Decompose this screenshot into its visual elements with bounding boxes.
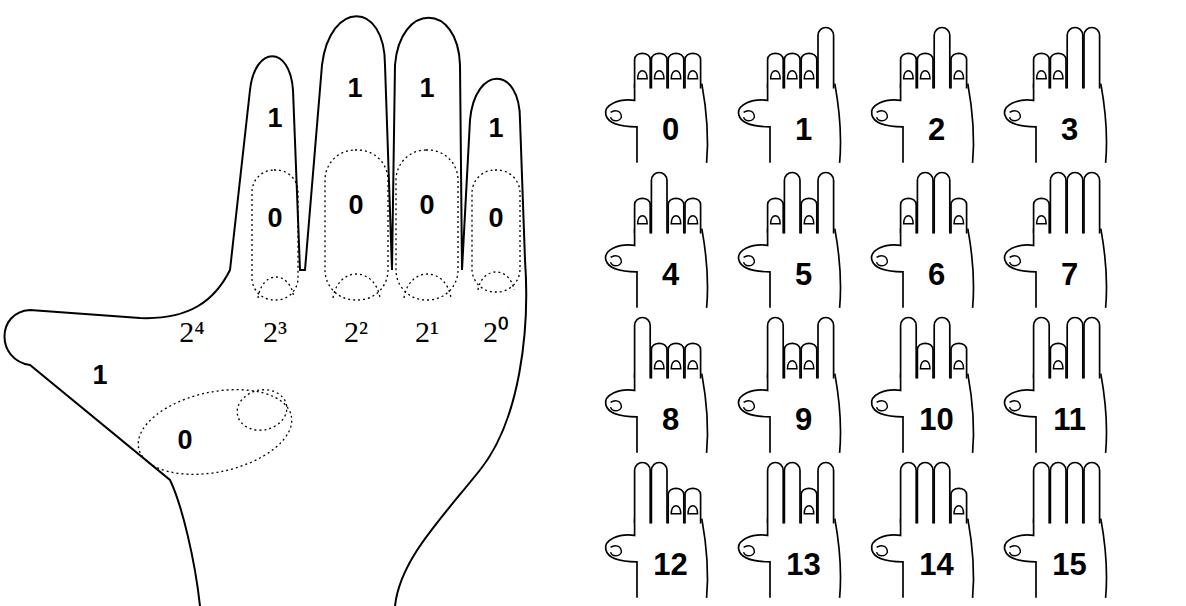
bit-value: 1 [419,75,434,102]
number-label: 7 [1061,259,1078,290]
hand-icon [739,318,841,453]
hand-icon [606,463,708,598]
bit-value: 0 [419,192,434,219]
number-label: 9 [795,404,812,435]
number-label: 8 [662,404,679,435]
number-label: 2 [928,114,945,145]
place-value: 2³ [263,317,287,347]
hand-icon [872,28,974,163]
place-value: 2² [344,317,368,347]
hand-outline [5,16,527,606]
hand-icon [739,173,841,308]
bit-value: 1 [488,115,503,142]
hand-icon [872,318,974,453]
bit-value: 0 [267,205,282,232]
number-label: 12 [653,549,687,580]
hand-icon [1005,28,1107,163]
hand-icon [872,463,974,598]
bit-value: 0 [488,205,503,232]
hand-icon [872,173,974,308]
number-label: 10 [919,404,953,435]
place-value: 2⁴ [179,317,204,347]
folded-finger [130,150,520,487]
hand-icon [1005,463,1107,598]
bit-value: 1 [267,105,282,132]
number-label: 3 [1061,114,1078,145]
hand-icon [606,173,708,308]
number-label: 14 [919,549,953,580]
hand-icon [606,318,708,453]
place-value: 2⁰ [483,317,509,347]
number-label: 1 [795,114,812,145]
number-label: 15 [1052,549,1086,580]
hand-icon [1005,173,1107,308]
bit-value: 0 [348,192,363,219]
hand-icon [739,463,841,598]
number-label: 0 [662,114,679,145]
number-label: 6 [928,259,945,290]
place-value: 2¹ [415,317,439,347]
number-label: 11 [1053,404,1086,435]
hand-icon [1005,318,1107,453]
hand-icon [739,28,841,163]
bit-value: 1 [92,362,107,389]
hand-icon [606,53,708,163]
bit-value: 1 [347,75,362,102]
number-label: 13 [786,549,820,580]
number-label: 5 [795,259,812,290]
number-label: 4 [662,259,679,290]
bit-value: 0 [177,427,192,454]
